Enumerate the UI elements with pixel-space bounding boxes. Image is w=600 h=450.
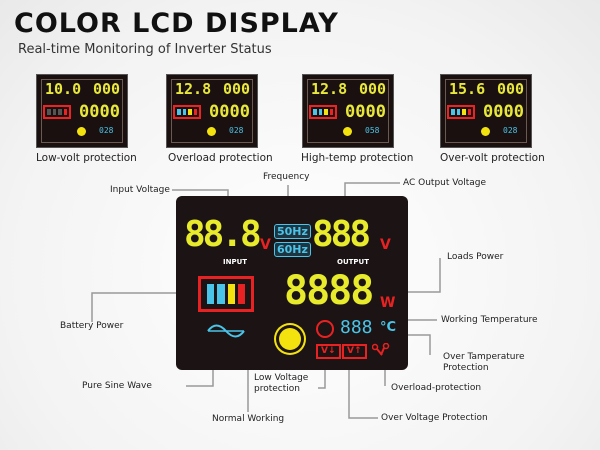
battery-icon	[198, 276, 254, 312]
page-title: COLOR LCD DISPLAY	[14, 8, 339, 39]
hz50-indicator: 50Hz	[274, 224, 311, 239]
celsius-unit: °C	[380, 320, 397, 335]
page-subtitle: Real-time Monitoring of Inverter Status	[18, 42, 272, 57]
callout-battery-power: Battery Power	[60, 321, 124, 331]
example-sun-icon	[343, 127, 352, 136]
example-temp-digits: 058	[365, 126, 380, 135]
input-volt-unit: V	[260, 237, 271, 253]
callout-overload: Overload-protection	[391, 383, 482, 393]
low-voltage-line1: Low Voltage	[254, 373, 309, 383]
callout-working-temp: Working Temperature	[441, 315, 538, 325]
example-display: 12.8 000 0000 058	[302, 74, 394, 148]
example-temp-digits: 028	[229, 126, 244, 135]
lcd-display: 88.8 V 50Hz 60Hz 888 V INPUT OUTPUT 8888…	[176, 196, 408, 370]
temperature-digits: 888	[340, 317, 373, 338]
callout-loads-power: Loads Power	[447, 252, 504, 262]
output-voltage-digits: 888	[312, 214, 371, 255]
callout-normal-working: Normal Working	[212, 414, 285, 424]
callout-pure-sine: Pure Sine Wave	[82, 381, 152, 391]
over-temp-icon	[316, 320, 334, 338]
example-label: Over-volt protection	[440, 152, 545, 164]
callout-ac-output: AC Output Voltage	[403, 178, 487, 188]
example-output-digits: 000	[223, 80, 251, 98]
input-label: INPUT	[223, 258, 248, 266]
over-temp-line1: Over Tamperature	[443, 352, 525, 362]
example-display: 15.6 000 0000 028	[440, 74, 532, 148]
example-input-digits: 12.8	[175, 80, 212, 98]
example-output-digits: 000	[497, 80, 525, 98]
callout-input-voltage: Input Voltage	[110, 185, 170, 195]
example-battery-icon	[309, 105, 337, 119]
output-volt-unit: V	[380, 237, 391, 253]
example-battery-icon	[43, 105, 71, 119]
hz60-indicator: 60Hz	[274, 242, 311, 257]
example-input-digits: 10.0	[45, 80, 82, 98]
example-power-digits: 0000	[345, 102, 386, 122]
example-battery-icon	[447, 105, 475, 119]
watt-unit: W	[380, 295, 396, 311]
sine-wave-icon	[207, 324, 245, 338]
low-voltage-icon: V↓	[316, 344, 341, 359]
input-voltage-digits: 88.8	[184, 214, 262, 255]
low-voltage-line2: protection	[254, 384, 300, 394]
over-voltage-icon: V↑	[342, 344, 367, 359]
example-battery-icon	[173, 105, 201, 119]
example-temp-digits: 028	[503, 126, 518, 135]
example-output-digits: 000	[93, 80, 121, 98]
example-power-digits: 0000	[209, 102, 250, 122]
example-label: Overload protection	[168, 152, 273, 164]
example-label: Low-volt protection	[36, 152, 137, 164]
example-display: 12.8 000 0000 028	[166, 74, 258, 148]
example-sun-icon	[207, 127, 216, 136]
example-label: High-temp protection	[301, 152, 414, 164]
example-power-digits: 0000	[79, 102, 120, 122]
callout-frequency: Frequency	[263, 172, 310, 182]
output-label: OUTPUT	[337, 258, 369, 266]
example-input-digits: 15.6	[449, 80, 486, 98]
example-output-digits: 000	[359, 80, 387, 98]
example-sun-icon	[481, 127, 490, 136]
example-sun-icon	[77, 127, 86, 136]
sun-icon	[279, 328, 301, 350]
over-temp-line2: Protection	[443, 363, 489, 373]
callout-over-voltage: Over Voltage Protection	[381, 413, 488, 423]
overload-icon	[372, 343, 390, 356]
loads-power-digits: 8888	[284, 268, 374, 314]
example-display: 10.0 000 0000 028	[36, 74, 128, 148]
example-power-digits: 0000	[483, 102, 524, 122]
example-temp-digits: 028	[99, 126, 114, 135]
example-input-digits: 12.8	[311, 80, 348, 98]
